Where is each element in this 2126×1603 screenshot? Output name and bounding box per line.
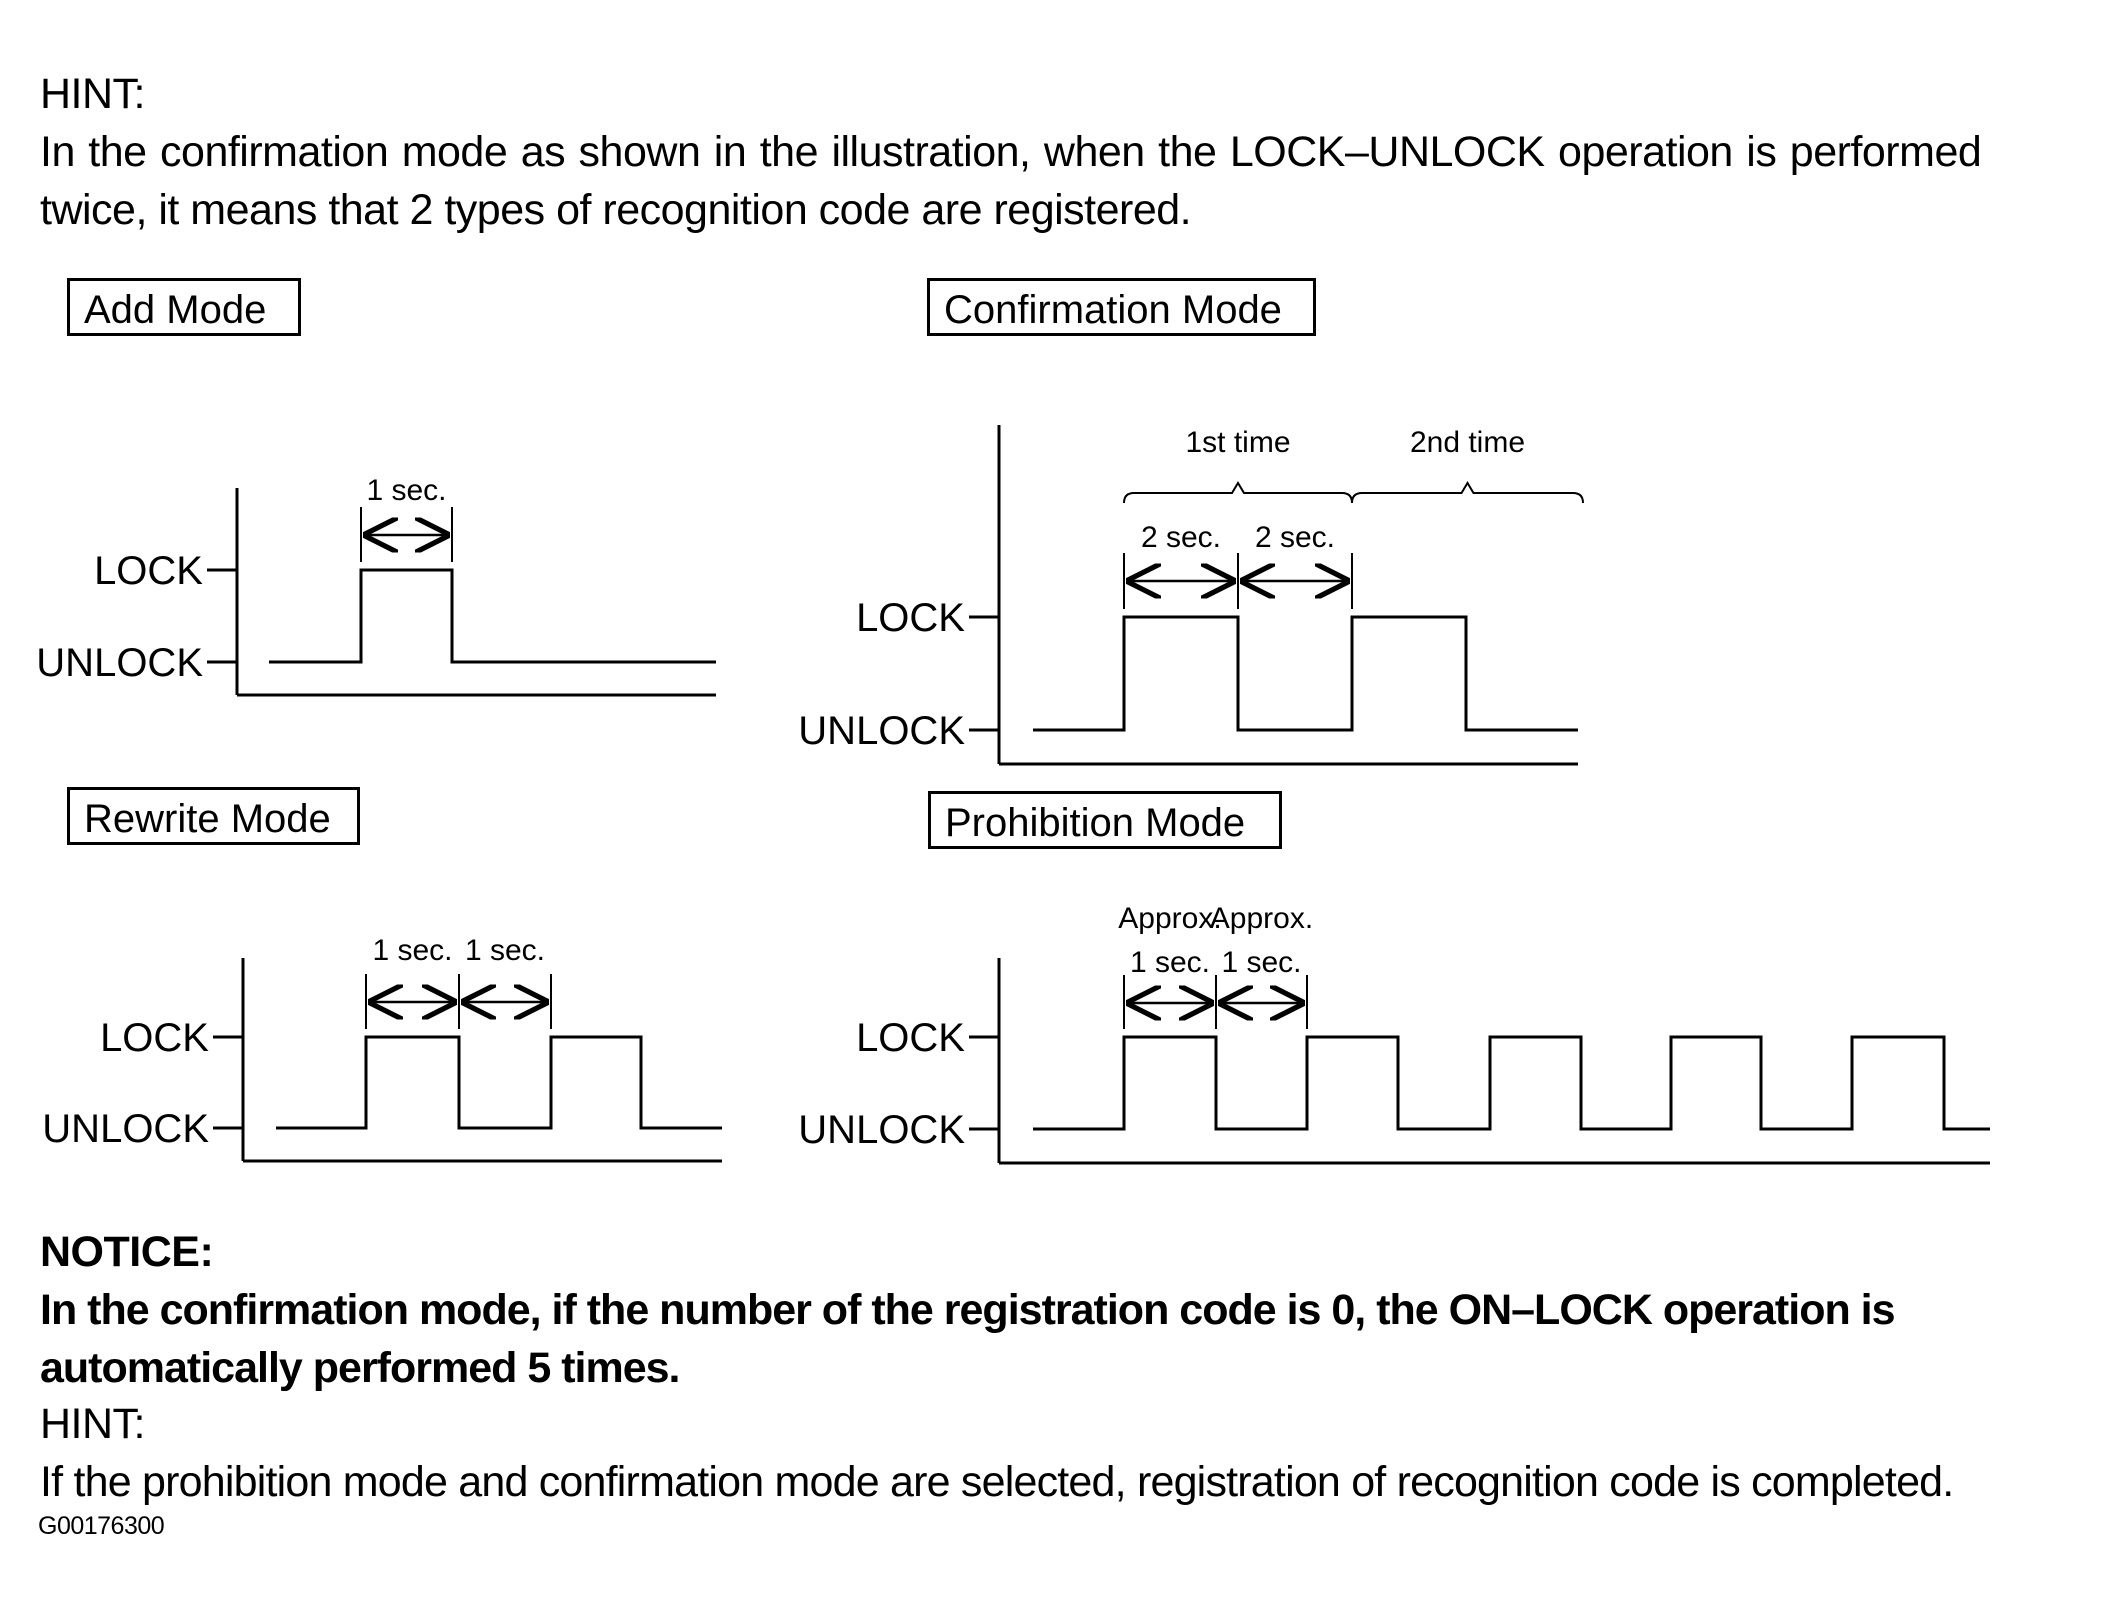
notice-heading: NOTICE: [40,1228,214,1276]
interval-label: 2 sec. [1141,521,1221,554]
group-label: 2nd time [1410,426,1525,459]
interval-label: 1 sec. [465,934,545,967]
group-brace [1123,481,1353,504]
figure-id: G00176300 [38,1512,165,1540]
interval-label: 1 sec. [366,474,446,507]
signal-waveform [1033,615,1578,732]
lock-label: LOCK [856,1016,965,1060]
hint-heading: HINT: [40,70,146,118]
interval-label: 1 sec. [372,934,452,967]
interval-label: 1 sec. [1130,946,1210,979]
confirmation-mode-diagram: LOCK UNLOCK 2 sec. 2 sec. 1st time 2nd time [798,425,1584,766]
unlock-label: UNLOCK [42,1107,209,1151]
add-mode-title: Add Mode [67,278,301,336]
signal-waveform [276,1035,722,1130]
interval-prefix-label: Approx. [1210,902,1313,935]
lock-label: LOCK [94,549,203,593]
signal-waveform [1033,1035,1990,1131]
interval-prefix-label: Approx. [1118,902,1221,935]
signal-waveform [269,568,716,664]
lock-label: LOCK [100,1016,209,1060]
interval-label: 1 sec. [1221,946,1301,979]
hint2-text: If the prohibition mode and confirmation… [40,1458,1954,1506]
prohibition-mode-title: Prohibition Mode [928,791,1282,849]
unlock-label: UNLOCK [798,709,965,753]
notice-text-line1: In the confirmation mode, if the number … [40,1286,1896,1334]
interval-label: 2 sec. [1255,521,1335,554]
rewrite-mode-diagram: LOCK UNLOCK 1 sec. 1 sec. [42,934,722,1163]
group-brace [1351,481,1584,504]
group-label: 1st time [1185,426,1290,459]
confirmation-mode-title: Confirmation Mode [927,278,1316,336]
hint-text-line1: In the confirmation mode as shown in the… [40,128,1982,176]
unlock-label: UNLOCK [36,641,203,685]
rewrite-mode-title: Rewrite Mode [67,787,360,845]
notice-text-line2: automatically performed 5 times. [40,1344,680,1392]
add-mode-diagram: LOCK UNLOCK 1 sec. [36,474,716,697]
hint2-heading: HINT: [40,1400,146,1448]
lock-label: LOCK [856,596,965,640]
hint-text-line2: twice, it means that 2 types of recognit… [40,186,1192,234]
unlock-label: UNLOCK [798,1108,965,1152]
